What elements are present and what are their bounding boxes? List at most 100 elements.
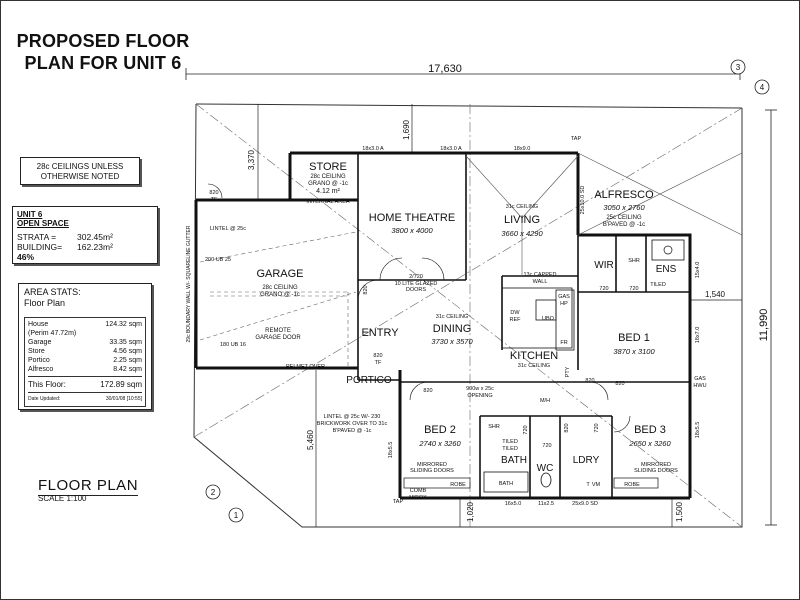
marker-4-label: 4 <box>760 83 765 92</box>
marker-2: 2 <box>205 484 221 500</box>
tap-label: TAP <box>393 499 404 505</box>
lintel-label: B'PAVED @ -1c <box>333 428 372 434</box>
room-kitchen: KITCHEN 31c CEILING <box>510 350 558 369</box>
ceiling-note-line-2: OTHERWISE NOTED <box>40 172 120 181</box>
room-detail: SLIDING DOORS <box>410 468 454 474</box>
room-size: 2650 x 3260 <box>628 439 671 448</box>
total-label: This Floor: <box>28 380 66 389</box>
room-portico: PORTICO <box>346 375 392 386</box>
door-size-label: 820 <box>615 381 624 387</box>
window-label: 25x9.0 SD <box>572 501 598 507</box>
annotation-labels: 820 TF LINTEL @ 25c 200 UB 25 29c BOUNDA… <box>186 136 707 507</box>
internal-walls <box>357 153 690 498</box>
marker-1-label: 1 <box>234 511 239 520</box>
room-alfresco: ALFRESCO 3050 x 2760 25c CEILING B'PAVED… <box>594 189 654 228</box>
floor-plan-scale: SCALE 1:100 <box>38 494 87 503</box>
meter-box-label: M/BOX <box>409 495 427 501</box>
window-label: 18x5.5 <box>388 442 394 459</box>
window-label: 25x10.0 SD <box>580 186 586 215</box>
alfresco-cross <box>577 152 743 236</box>
title-line-2: PLAN FOR UNIT 6 <box>24 53 182 73</box>
row-label: Garage <box>28 339 52 346</box>
trough-label: T <box>586 482 590 488</box>
unit-heading: UNIT 6 <box>17 210 43 219</box>
row-label: Alfresco <box>28 366 54 373</box>
appliance-label: HP <box>560 301 568 307</box>
page-title: PROPOSED FLOOR PLAN FOR UNIT 6 <box>8 30 198 74</box>
door-type-label: TF <box>211 197 218 203</box>
room-name: ENS <box>656 264 677 275</box>
door-size-label: 820 <box>373 353 382 359</box>
room-name: WIR <box>594 260 613 271</box>
row-label: Portico <box>28 357 50 364</box>
marker-2-label: 2 <box>211 488 216 497</box>
bed3-robe <box>613 477 659 489</box>
row-label: Store <box>28 348 45 355</box>
appliance-label: FR <box>560 340 567 346</box>
external-walls <box>194 151 692 500</box>
room-name: ENTRY <box>361 327 399 339</box>
room-detail: MIRRORED <box>417 462 447 468</box>
room-wc: WC <box>537 463 554 474</box>
meter-box-label: COMB <box>410 488 427 494</box>
room-name: PORTICO <box>346 375 392 386</box>
divider <box>28 392 142 393</box>
date-label: Date Updated: <box>28 396 61 402</box>
row-value: 33.35 sqm <box>109 339 142 346</box>
wall-label: WALL <box>533 279 548 285</box>
room-size: 3800 x 4000 <box>391 226 433 235</box>
window-label: 11x2.5 <box>538 501 554 507</box>
hot-water-label: GAS <box>694 376 706 382</box>
room-size: 3050 x 2760 <box>603 203 645 212</box>
area-stats-subheading: Floor Plan <box>24 298 66 308</box>
room-ens: ENS TILED <box>650 264 676 288</box>
appliance-label: REF <box>510 317 522 323</box>
window-label: 18x9.0 <box>514 146 531 152</box>
bed1-door-swing <box>589 381 609 401</box>
room-detail: SLIDING DOORS <box>634 468 678 474</box>
door-size-label: 820 <box>363 285 369 294</box>
open-space-percent: 46% <box>17 252 35 262</box>
basin-icon <box>663 245 673 255</box>
room-bed1: BED 1 3870 x 3100 <box>613 332 655 356</box>
divider <box>28 376 142 377</box>
door-size-label: 720 <box>594 423 600 432</box>
room-detail: 25c CEILING <box>606 215 642 221</box>
legend-title-text: FLOOR PLAN <box>38 477 139 496</box>
door-size-label: 720 <box>542 443 551 449</box>
room-name: ALFRESCO <box>594 189 654 201</box>
door-size-label: 820 <box>209 190 218 196</box>
glazed-door-right <box>421 257 445 281</box>
room-detail: GRANO @ -1c <box>260 292 300 298</box>
toilet-icon <box>540 472 552 488</box>
tap-label: TAP <box>571 136 582 142</box>
window-label: 18x3.0 A <box>440 146 462 152</box>
lintel-label: BRICKWORK OVER TO 31c <box>317 421 388 427</box>
room-name: GARAGE <box>256 268 303 280</box>
room-name: BED 2 <box>424 424 456 436</box>
wall-label: 13c CAPPED <box>523 272 556 278</box>
room-detail: B'PAVED @ -1c <box>603 222 645 228</box>
room-garage: GARAGE 28c CEILING GRANO @ -1c REMOTE GA… <box>255 268 303 341</box>
opening-label: OPENING <box>467 393 492 399</box>
room-detail: REMOTE <box>265 328 291 334</box>
door-size-label: 720 <box>599 286 608 292</box>
dim-1690-label: 1,690 <box>402 119 411 140</box>
room-wir: WIR <box>594 260 613 271</box>
robe-label: ROBE <box>450 482 466 488</box>
bed2-robe <box>403 477 471 489</box>
row-label: (Perim 47.72m) <box>28 330 77 337</box>
bath-tub <box>483 471 529 493</box>
washing-machine-label: VM <box>592 482 601 488</box>
open-space-heading: OPEN SPACE <box>17 219 69 228</box>
room-size: 3730 x 3570 <box>431 337 473 346</box>
boundary-wall-label: 29c BOUNDARY WALL W/- SQUARELINE GUTTER <box>186 225 192 342</box>
appliance-label: GAS <box>558 294 570 300</box>
door-size-label: 720 <box>523 425 529 434</box>
room-bath: BATH TILED BATH <box>499 446 527 487</box>
dimension-overall-depth: 11,990 <box>758 109 777 526</box>
